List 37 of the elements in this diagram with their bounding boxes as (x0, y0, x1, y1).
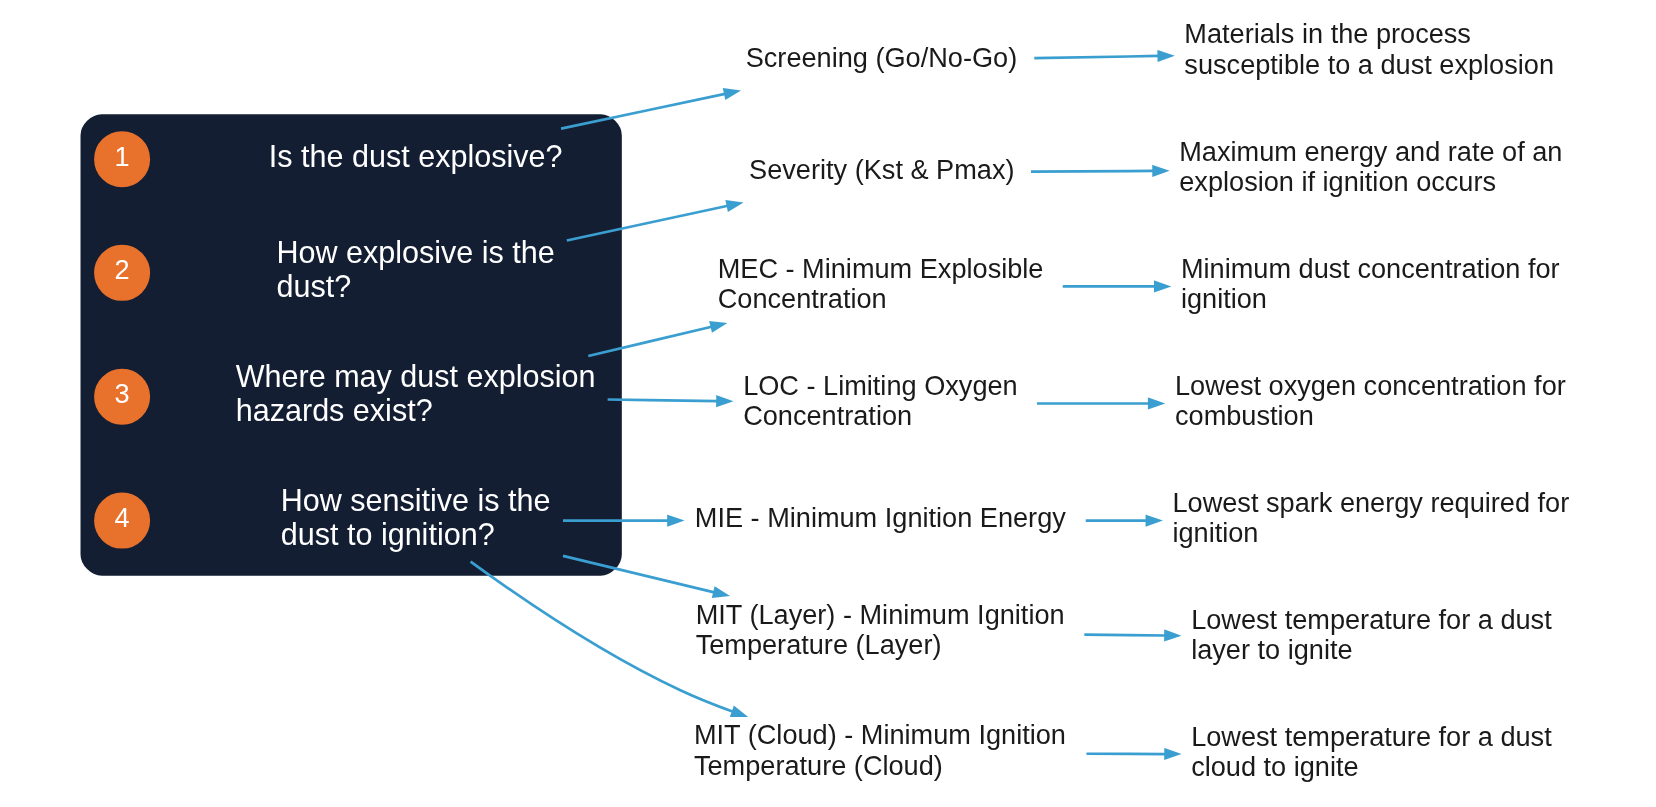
node-text: Lowest spark energy required for ignition (1172, 486, 1570, 549)
node-circle: 4 (94, 492, 151, 549)
arrow (563, 514, 685, 527)
arrow (560, 88, 741, 130)
arrow (1030, 164, 1170, 177)
node-text: Maximum energy and rate of an explosion if ignition occurs (1179, 135, 1563, 198)
node-text: MIT (Layer) - Minimum Ignition Temperature (Layer) (695, 598, 1065, 661)
node-text: MIE - Minimum Ignition Energy (694, 502, 1066, 534)
node-text: How explosive is the dust? (276, 235, 555, 304)
node-circle: 3 (94, 368, 151, 425)
arrow (1034, 49, 1175, 63)
arrow (1084, 629, 1182, 642)
arrow (1085, 514, 1163, 527)
arrow (562, 554, 731, 598)
node-text: Is the dust explosive? (268, 138, 563, 173)
node-text: LOC - Limiting Oxygen Concentration (743, 369, 1018, 432)
arrow (1062, 280, 1172, 293)
node-text: Lowest oxygen concentration for combustion (1175, 369, 1566, 432)
node-text: MEC - Minimum Explosible Concentration (717, 252, 1044, 315)
node-text: Lowest temperature for a dust cloud to ignite (1191, 720, 1552, 783)
node-text: Where may dust explosion hazards exist? (235, 359, 596, 428)
node-text: Lowest temperature for a dust layer to ignite (1191, 603, 1552, 666)
node-text: How sensitive is the dust to ignition? (280, 483, 551, 552)
arrow (469, 560, 749, 718)
node-text: Minimum dust concentration for ignition (1180, 252, 1560, 315)
node-text: MIT (Cloud) - Minimum Ignition Temperature (Cloud) (693, 719, 1066, 781)
node-text: Materials in the process susceptible to a dust explosion (1184, 18, 1555, 80)
node-text: Screening (Go/No-Go) (745, 42, 1018, 74)
cluster (80, 114, 622, 576)
arrow (1086, 747, 1182, 761)
arrow (566, 200, 744, 242)
arrow (1036, 397, 1166, 410)
arrow (588, 321, 728, 358)
arrow (607, 395, 734, 408)
node-circle: 1 (94, 131, 151, 188)
node-text: Severity (Kst & Pmax) (749, 154, 1015, 186)
node-circle: 2 (94, 244, 151, 301)
